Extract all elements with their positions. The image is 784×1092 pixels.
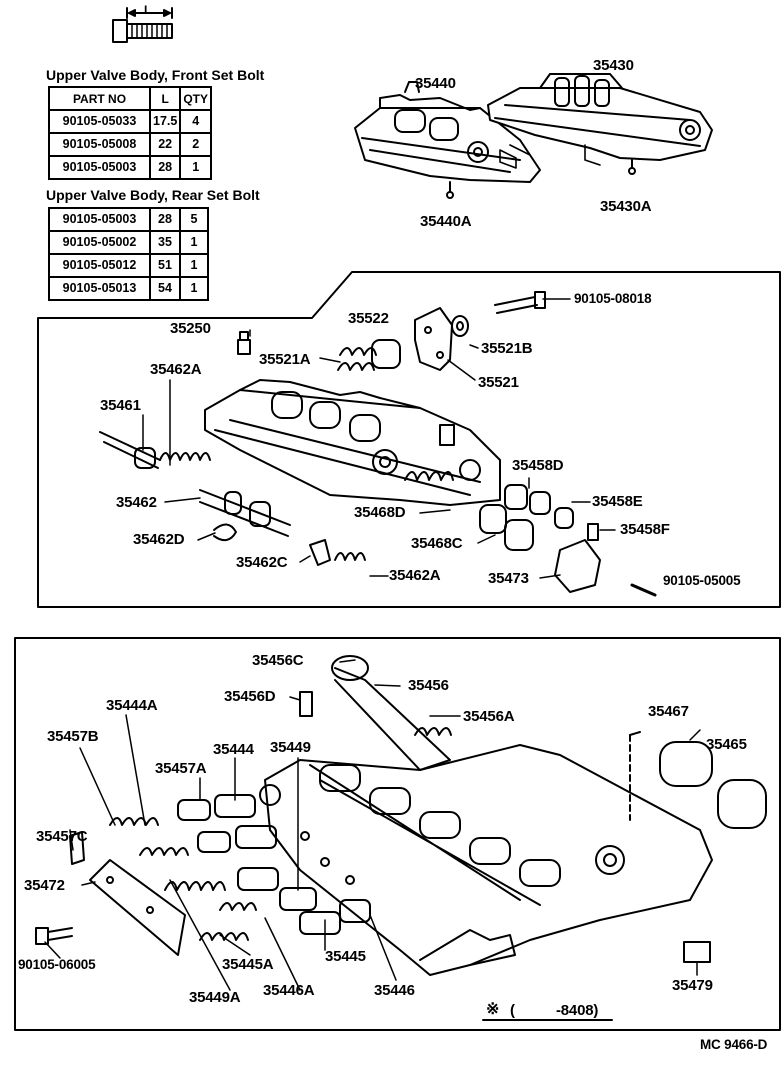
valve-35456-drawing (299, 655, 452, 771)
part-label-35456: 35456 (408, 677, 449, 694)
valves-35467-35465-drawing (629, 731, 767, 829)
table-row: 90105-05003 28 5 (48, 207, 209, 232)
part-label-35445: 35445 (325, 948, 366, 965)
middle-section-frame (37, 271, 781, 608)
note-symbol: ※ (486, 1001, 500, 1018)
part-label-35457b: 35457B (47, 728, 99, 745)
part-label-35456a: 35456A (463, 708, 515, 725)
part-label-35458d: 35458D (512, 457, 564, 474)
part-label-35468d: 35468D (354, 504, 406, 521)
part-label-35458f: 35458F (620, 521, 670, 538)
part-label-35445a: 35445A (222, 956, 274, 973)
table-row: 90105-05012 51 1 (48, 253, 209, 278)
part-label-35461: 35461 (100, 397, 141, 414)
figure-code: MC 9466-D (700, 1037, 768, 1052)
table-row: 90105-05003 28 1 (48, 155, 213, 180)
part-label-35458e: 35458E (592, 493, 643, 510)
part-label-35444a: 35444A (106, 697, 158, 714)
part-label-35440a: 35440A (420, 213, 472, 230)
part-label-35449a: 35449A (189, 989, 241, 1006)
bolt-dimension-icon (112, 7, 173, 43)
part-label-35430: 35430 (593, 57, 634, 74)
header-qty: QTY (179, 86, 213, 111)
part-label-35462a-top: 35462A (150, 361, 202, 378)
lower-valve-body-drawing (259, 744, 713, 976)
header-part-no: PART NO (48, 86, 151, 111)
part-label-35472: 35472 (24, 877, 65, 894)
rear-set-bolt-table: 90105-05003 28 5 90105-05002 35 1 90105-… (48, 207, 209, 301)
table-row: 90105-05002 35 1 (48, 230, 209, 255)
part-label-35456d: 35456D (224, 688, 276, 705)
upper-valve-body-rear-drawing (487, 73, 713, 175)
part-label-35522: 35522 (348, 310, 389, 327)
part-label-35457c: 35457C (36, 828, 88, 845)
part-label-90105-08018: 90105-08018 (574, 291, 652, 306)
table-row: 90105-05033 17.5 4 (48, 109, 213, 134)
part-label-35521a: 35521A (259, 351, 311, 368)
part-label-35250: 35250 (170, 320, 211, 337)
part-label-35521b: 35521B (481, 340, 533, 357)
note-range: -8408) (556, 1002, 599, 1019)
part-label-35465: 35465 (706, 736, 747, 753)
leader-lines (44, 298, 701, 991)
part-label-35467: 35467 (648, 703, 689, 720)
part-label-35430a: 35430A (600, 198, 652, 215)
middle-valve-body-drawing (204, 379, 501, 506)
part-label-35473: 35473 (488, 570, 529, 587)
middle-parts-drawing (99, 291, 657, 597)
part-label-35462: 35462 (116, 494, 157, 511)
part-label-90105-05005: 90105-05005 (663, 573, 741, 588)
part-label-35446a: 35446A (263, 982, 315, 999)
front-set-bolt-table: PART NO L QTY 90105-05033 17.5 4 90105-0… (48, 86, 213, 180)
part-label-35479: 35479 (672, 977, 713, 994)
part-label-35440: 35440 (415, 75, 456, 92)
header-l: L (148, 86, 182, 111)
part-label-35468c: 35468C (411, 535, 463, 552)
part-label-90105-06005: 90105-06005 (18, 957, 96, 972)
part-label-35457a: 35457A (155, 760, 207, 777)
upper-valve-body-front-drawing (354, 81, 541, 199)
part-label-35462a-bottom: 35462A (389, 567, 441, 584)
front-set-bolt-title: Upper Valve Body, Front Set Bolt (46, 67, 265, 83)
note-open-paren: ( (510, 1002, 515, 1019)
part-label-35462c: 35462C (236, 554, 288, 571)
part-label-35462d: 35462D (133, 531, 185, 548)
part-label-35456c: 35456C (252, 652, 304, 669)
bolt-l-label: L (144, 3, 152, 17)
table-row: 90105-05013 54 1 (48, 276, 209, 301)
plugs-springs-drawing (35, 794, 711, 963)
table-row: 90105-05008 22 2 (48, 132, 213, 157)
rear-set-bolt-title: Upper Valve Body, Rear Set Bolt (46, 187, 260, 203)
part-label-35446: 35446 (374, 982, 415, 999)
part-label-35444: 35444 (213, 741, 254, 758)
bottom-section-frame (14, 637, 781, 1031)
part-label-35521: 35521 (478, 374, 519, 391)
part-label-35449: 35449 (270, 739, 311, 756)
